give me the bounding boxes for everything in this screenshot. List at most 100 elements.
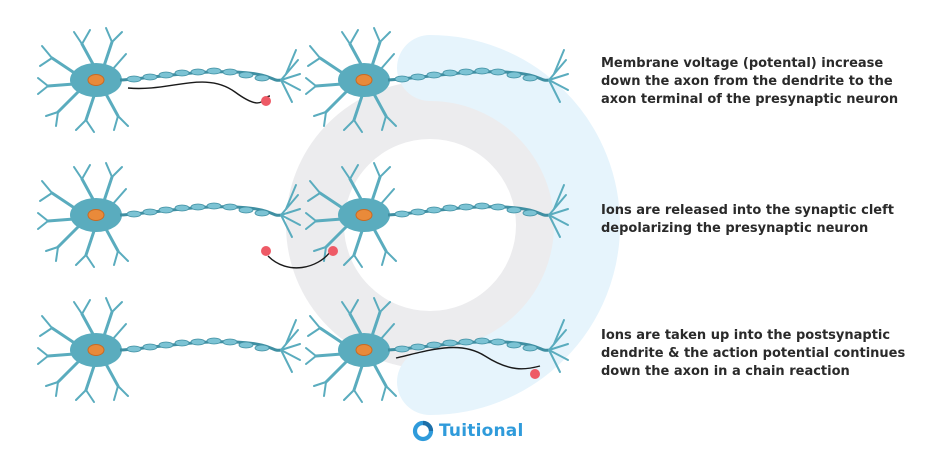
dendrite-branch	[324, 360, 348, 384]
dendrite-branch	[104, 92, 120, 118]
dendrite-branch	[381, 115, 387, 131]
dendrite-branch	[385, 250, 397, 262]
dendrite-branch	[50, 56, 78, 76]
dendrite-branch	[352, 364, 364, 392]
dendrite-branch	[113, 385, 119, 401]
terminal-branch	[553, 49, 565, 75]
myelin-sheath	[238, 341, 254, 349]
dendrite-branch	[39, 57, 53, 67]
terminal-branch	[280, 79, 301, 91]
dendrite-branch	[56, 90, 80, 114]
dendrite-branch	[111, 188, 127, 206]
ring-grey	[286, 81, 574, 369]
ion-dot	[530, 369, 540, 379]
dendrite-branch	[80, 177, 96, 203]
dendrite-branch	[55, 246, 59, 262]
dendrite-branch	[381, 250, 387, 266]
myelin-sheath	[506, 206, 522, 214]
dendrite-branch	[111, 166, 123, 178]
dendrite-branch	[45, 111, 59, 117]
dendrite-branch	[104, 362, 120, 388]
dendrite-branch	[104, 227, 120, 253]
dendrite-branch	[349, 164, 359, 180]
brand-logo: Tuitional	[412, 418, 524, 444]
dendrite-branch	[117, 115, 129, 127]
dendrite-branch	[75, 389, 87, 401]
myelin-sheath	[206, 67, 222, 75]
myelin-sheath	[254, 74, 270, 82]
dendrite-branch	[314, 82, 344, 88]
caption-line: Ions are taken up into the postsynaptic	[601, 328, 891, 343]
myelin-sheath	[190, 338, 206, 346]
dendrite-branch	[343, 119, 355, 131]
dendrite-branch	[85, 254, 95, 268]
nucleus	[355, 209, 373, 221]
tuitional-logo-icon	[412, 420, 434, 442]
dendrite-branch	[352, 229, 364, 257]
myelin-sheath	[506, 341, 522, 349]
caption-line: down the axon in a chain reaction	[601, 364, 850, 379]
dendrite-branch	[105, 297, 113, 313]
ring-blue	[397, 35, 620, 415]
dendrite-branch	[313, 111, 327, 117]
dendrite-branch	[85, 119, 95, 133]
dendrite-branch	[385, 115, 397, 127]
dendrite-branch	[84, 94, 96, 122]
myelin-sheath	[174, 69, 190, 77]
dendrite-branch	[379, 301, 391, 313]
dendrites	[305, 297, 397, 403]
dendrite-branch	[309, 315, 321, 329]
terminal-branch	[285, 319, 297, 345]
myelin-sheath	[458, 68, 474, 76]
myelin-sheath	[222, 203, 238, 211]
dendrite-branch	[105, 162, 113, 178]
myelin-sheath	[394, 345, 410, 353]
neuron	[305, 162, 569, 268]
myelin-sheath	[126, 345, 142, 353]
myelin-sheath	[442, 204, 458, 212]
terminal-branch	[280, 208, 301, 216]
dendrite-branch	[80, 42, 96, 68]
dendrite-branch	[343, 389, 355, 401]
dendrite-branch	[102, 175, 114, 203]
dendrite-branch	[111, 53, 127, 71]
dendrite-branch	[305, 77, 317, 87]
myelin-sheath	[522, 209, 538, 217]
caption-line: dendrite & the action potential continue…	[601, 346, 906, 361]
myelin-sheath	[190, 203, 206, 211]
ion-dot	[261, 246, 271, 256]
dendrite-branch	[341, 166, 351, 180]
caption-step-2: Ions are released into the synaptic clef…	[601, 202, 921, 238]
terminal-branch	[280, 349, 301, 361]
dendrite-branch	[37, 355, 49, 365]
caption-line: down the axon from the dendrite to the	[601, 74, 893, 89]
dendrite-branch	[55, 111, 59, 127]
terminal-branch	[548, 208, 569, 216]
dendrite-branch	[309, 180, 321, 194]
dendrite-branch	[46, 217, 76, 223]
dendrite-branch	[314, 352, 344, 358]
dendrite-branch	[318, 326, 346, 346]
myelin-sheath	[158, 206, 174, 214]
dendrite-branch	[307, 57, 321, 67]
myelin-sheath	[174, 339, 190, 347]
myelin-sheath	[410, 343, 426, 351]
myelin-sheath	[426, 206, 442, 214]
dendrites	[37, 162, 129, 268]
dendrite-branch	[75, 254, 87, 266]
dendrite-branch	[113, 115, 119, 131]
dendrite-branch	[318, 191, 346, 211]
myelin-sheath	[394, 210, 410, 218]
dendrite-branch	[41, 180, 53, 194]
neuron	[305, 27, 569, 133]
dendrite-branch	[379, 31, 391, 43]
neuron-layer	[37, 27, 569, 403]
nucleus	[87, 209, 105, 221]
voltage-curve	[127, 81, 271, 104]
myelin-sheath	[190, 68, 206, 76]
dendrite-branch	[85, 389, 95, 403]
myelin-sheath	[126, 210, 142, 218]
myelin-sheath	[158, 341, 174, 349]
myelin-sheath	[442, 69, 458, 77]
